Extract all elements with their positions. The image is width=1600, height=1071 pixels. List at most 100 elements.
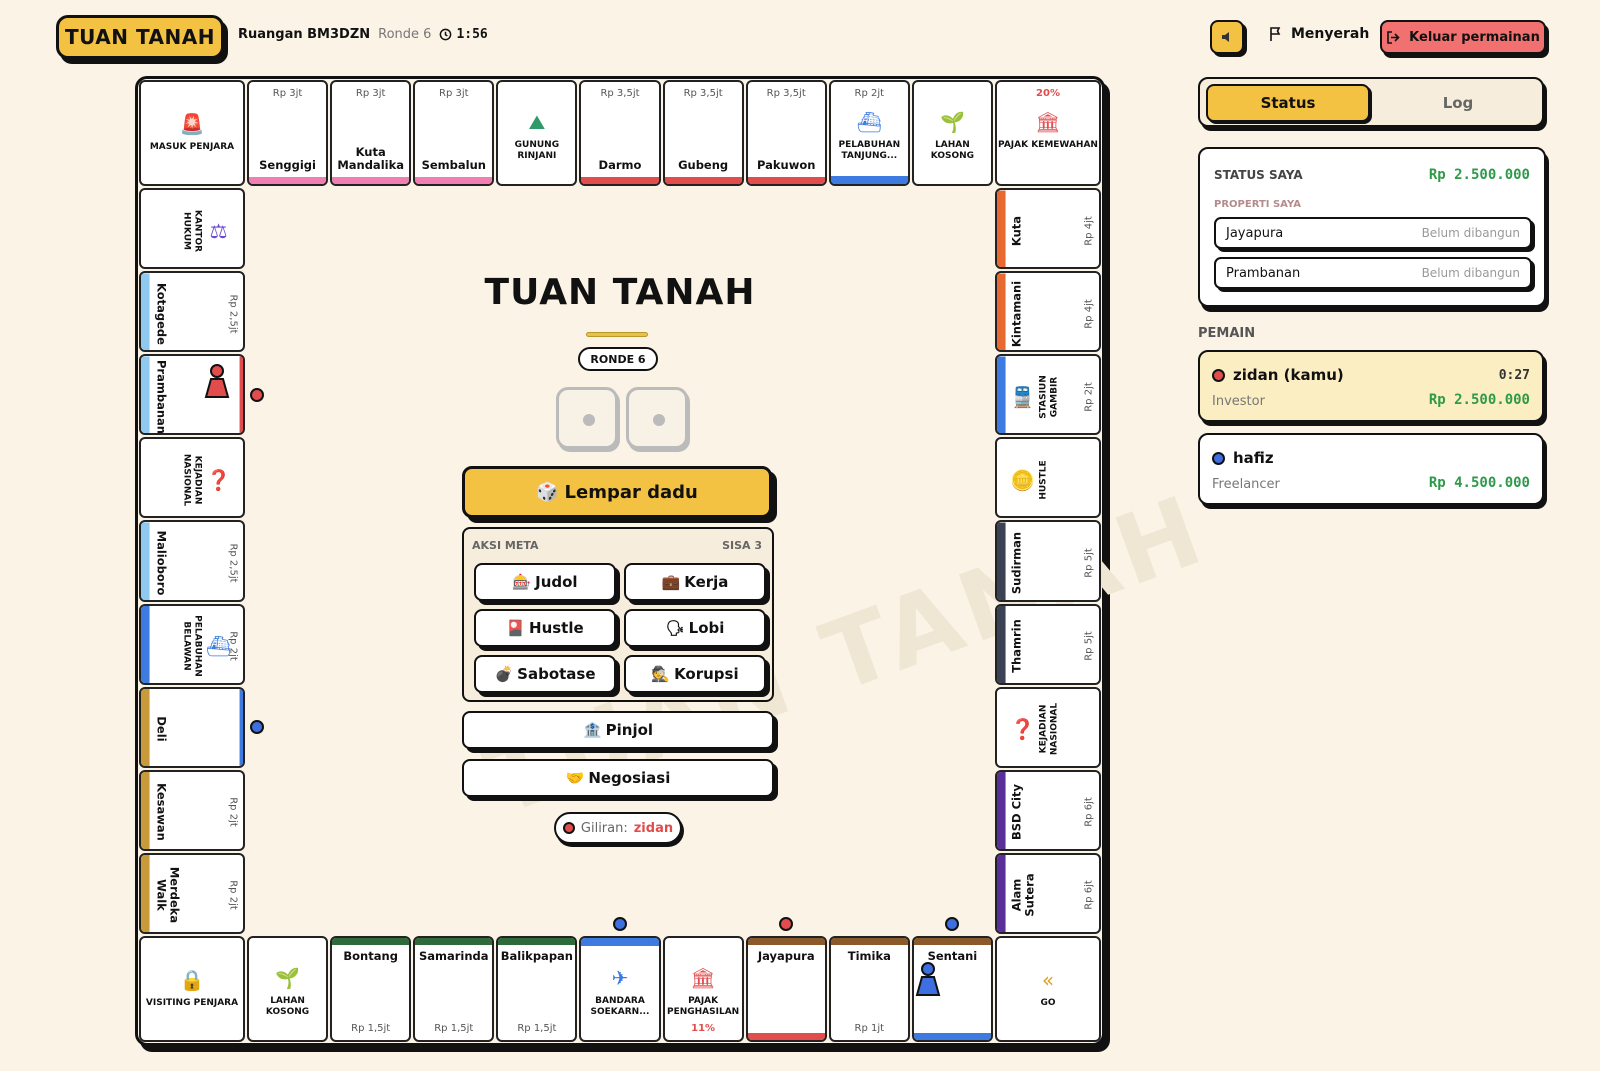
color-bar: [997, 190, 1006, 268]
tile-kesawan[interactable]: Rp 2jt Kesawan: [139, 769, 245, 851]
tab-status[interactable]: Status: [1206, 84, 1370, 122]
judol-button[interactable]: 🎰Judol: [474, 563, 616, 601]
pinjol-button[interactable]: 🏦Pinjol: [462, 711, 774, 749]
lobi-button[interactable]: 🗣Lobi: [624, 609, 766, 647]
tile-name: Kesawan: [155, 783, 170, 842]
player-pawn-blue[interactable]: [915, 961, 941, 997]
tile-label: MASUK PENJARA: [149, 142, 235, 152]
spy-icon: 🕵: [651, 665, 671, 683]
ship-icon: ⛴: [856, 110, 883, 134]
player-money: Rp 2.500.000: [1428, 392, 1530, 408]
property-row[interactable]: Prambanan Belum dibangun: [1214, 257, 1532, 289]
surrender-button[interactable]: Menyerah: [1268, 26, 1369, 42]
color-bar: [141, 688, 150, 766]
negosiasi-button[interactable]: 🤝Negosiasi: [462, 759, 774, 797]
player-card[interactable]: hafiz Freelancer Rp 4.500.000: [1198, 433, 1544, 505]
tile-lahan-kosong[interactable]: 🌱LAHAN KOSONG: [911, 80, 993, 186]
tile-label: GO: [1040, 998, 1056, 1008]
tile-timika[interactable]: Rp 1jt Timika: [828, 936, 910, 1042]
korupsi-button[interactable]: 🕵Korupsi: [624, 655, 766, 693]
color-bar: [332, 177, 410, 184]
tile-bandara-soekarn[interactable]: ✈BANDARA SOEKARN...: [579, 936, 661, 1042]
tile-lahan-kosong[interactable]: 🌱LAHAN KOSONG: [247, 936, 329, 1042]
tile-content: ❓KEJADIAN NASIONAL: [997, 689, 1099, 766]
player-pawn-red[interactable]: [204, 363, 230, 399]
owner-bar: [239, 356, 243, 434]
players-label: PEMAIN: [1198, 326, 1256, 341]
tile-name: Timika: [847, 949, 891, 963]
turn-timer: 1:56: [439, 27, 488, 42]
tile-sentani[interactable]: Sentani: [911, 936, 993, 1042]
color-bar: [997, 605, 1006, 683]
tile-go[interactable]: «GO: [995, 936, 1101, 1042]
roll-dice-button[interactable]: 🎲 Lempar dadu: [462, 466, 772, 518]
tile-label: HUSTLE: [1038, 460, 1049, 500]
tile-price: Rp 3,5jt: [683, 88, 723, 99]
tile-price: Rp 2,5jt: [227, 294, 239, 334]
tab-log[interactable]: Log: [1442, 94, 1474, 112]
tile-jayapura[interactable]: Jayapura: [745, 936, 827, 1042]
exit-icon: [1387, 30, 1400, 44]
exit-game-button[interactable]: Keluar permainan: [1380, 20, 1546, 54]
tile-name: Jayapura: [757, 949, 815, 963]
kerja-button[interactable]: 💼Kerja: [624, 563, 766, 601]
tile-masuk-penjara[interactable]: 🚨 MASUK PENJARA: [139, 80, 245, 186]
tile-deli[interactable]: Deli: [139, 686, 245, 768]
logo-button[interactable]: TUAN TANAH: [56, 15, 224, 59]
tile-price: Rp 2jt: [227, 797, 239, 828]
slot-icon: 🎴: [506, 619, 526, 637]
tile-visiting-penjara[interactable]: 🔒VISITING PENJARA: [139, 936, 245, 1042]
tile-kantor-hukum[interactable]: ⚖KANTOR HUKUM: [139, 188, 245, 270]
tile-pelabuhan-tanjung[interactable]: Rp 2jt⛴PELABUHAN TANJUNG...: [828, 80, 910, 186]
tile-hustle[interactable]: 🪙HUSTLE: [995, 437, 1101, 519]
color-bar: [332, 938, 410, 945]
player-card[interactable]: zidan (kamu) Investor 0:27 Rp 2.500.000: [1198, 350, 1544, 422]
player-role: Freelancer: [1212, 477, 1280, 492]
tile-stasiun-gambir[interactable]: Rp 2jt🚆STASIUN GAMBIR: [995, 354, 1101, 436]
tile-price: Rp 1jt: [854, 1023, 885, 1034]
tile-price: 11%: [691, 1023, 716, 1034]
hustle-button[interactable]: 🎴Hustle: [474, 609, 616, 647]
tile-price: Rp 1,5jt: [517, 1023, 557, 1034]
tile-pajak-kemewahan[interactable]: 20%🏛PAJAK KEMEWAHAN: [995, 80, 1101, 186]
player-color-dot: [1212, 368, 1225, 382]
tile-price: Rp 1,5jt: [434, 1023, 474, 1034]
tile-kejadian-nasional[interactable]: ❓KEJADIAN NASIONAL: [139, 437, 245, 519]
tile-pajak-penghasilan[interactable]: 11%🏛PAJAK PENGHASILAN: [662, 936, 744, 1042]
tile-price: Rp 1,5jt: [351, 1023, 391, 1034]
tile-name: Prambanan: [155, 359, 170, 434]
bomb-icon: 💣: [494, 665, 514, 683]
siren-icon: 🚨: [179, 112, 205, 136]
tile-price: Rp 3jt: [272, 88, 303, 99]
tile-price: Rp 3,5jt: [600, 88, 640, 99]
tile-kejadian-nasional[interactable]: ❓KEJADIAN NASIONAL: [995, 686, 1101, 768]
tile-gunung-rinjani[interactable]: ⛰GUNUNG RINJANI: [496, 80, 578, 186]
sabotase-button[interactable]: 💣Sabotase: [474, 655, 616, 693]
tile-name: Malioboro: [155, 530, 170, 596]
property-row[interactable]: Jayapura Belum dibangun: [1214, 217, 1532, 249]
properties-label: PROPERTI SAYA: [1214, 199, 1301, 210]
tile-pelabuhan-belawan[interactable]: Rp 2jt⛴PELABUHAN BELAWAN: [139, 603, 245, 685]
tile-label: STASIUN GAMBIR: [1038, 375, 1061, 419]
sound-button[interactable]: [1210, 20, 1244, 54]
